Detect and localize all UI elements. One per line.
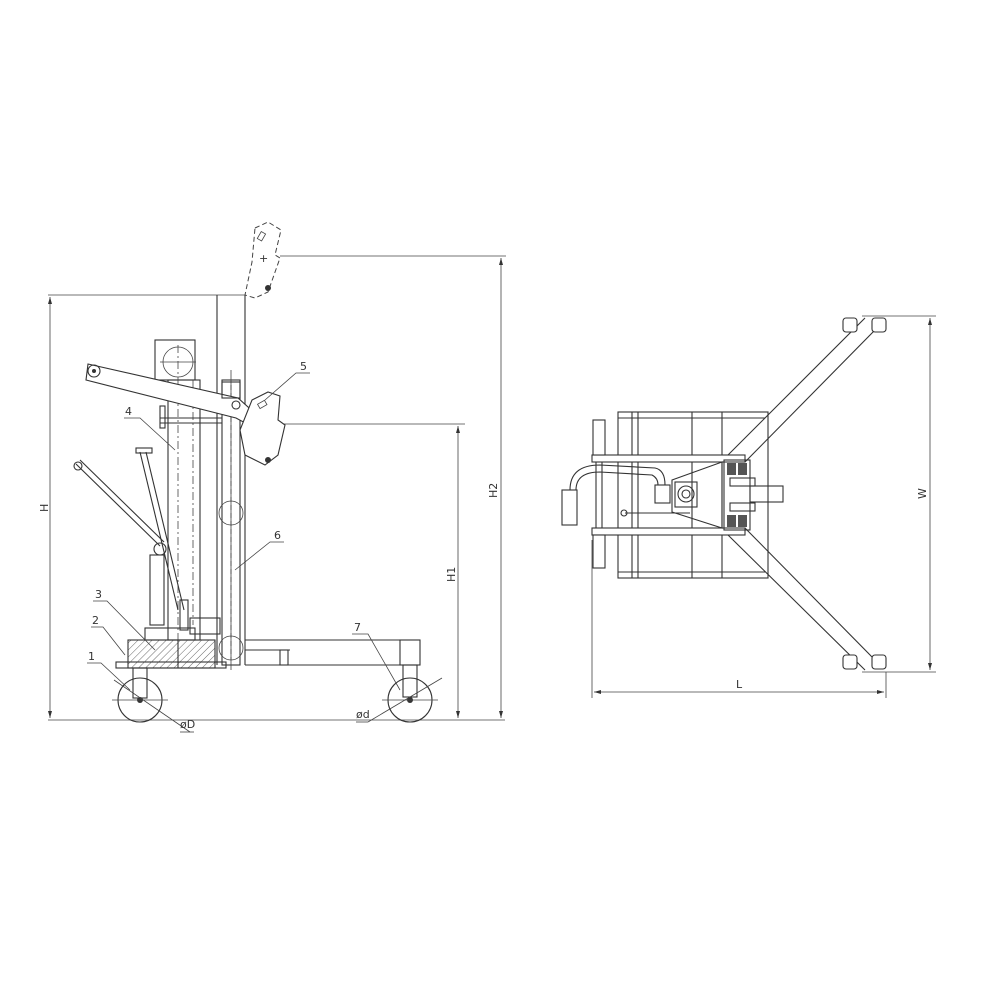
callout-1: 1 bbox=[88, 650, 95, 663]
dimension-w bbox=[862, 315, 936, 673]
callout-5: 5 bbox=[300, 360, 307, 373]
top-view: W L bbox=[561, 315, 936, 698]
callout-2: 2 bbox=[92, 614, 99, 627]
dim-label-wheel-d-small: ød bbox=[356, 708, 370, 721]
dim-label-wheel-d-large: øD bbox=[180, 718, 195, 731]
dimension-l bbox=[591, 540, 887, 698]
support-legs bbox=[727, 317, 887, 671]
callout-7: 7 bbox=[354, 621, 361, 634]
dimension-h1 bbox=[280, 423, 465, 718]
base-counterweight bbox=[115, 639, 421, 669]
callout-6: 6 bbox=[274, 529, 281, 542]
drum-clamp-raised: + bbox=[244, 221, 282, 299]
callout-4: 4 bbox=[125, 405, 132, 418]
drum-clamp bbox=[239, 391, 286, 466]
pump-handle bbox=[73, 447, 196, 641]
callout-leaders bbox=[87, 372, 401, 733]
pump-block bbox=[654, 459, 784, 531]
callout-3: 3 bbox=[95, 588, 102, 601]
chassis-frame bbox=[591, 411, 769, 579]
svg-text:+: + bbox=[259, 252, 268, 265]
dim-label-l: L bbox=[736, 678, 743, 691]
mast bbox=[216, 295, 246, 670]
hydraulic-column bbox=[154, 339, 222, 641]
front-wheel bbox=[367, 664, 443, 723]
dim-label-w: W bbox=[916, 488, 929, 499]
rear-wheel bbox=[112, 667, 191, 733]
dim-label-h1: H1 bbox=[445, 567, 458, 582]
dim-label-h: H bbox=[38, 504, 51, 512]
side-view: + bbox=[38, 221, 506, 733]
dim-label-h2: H2 bbox=[487, 483, 500, 498]
lifting-arm bbox=[85, 363, 269, 433]
dimension-h2 bbox=[280, 255, 506, 718]
dimension-h bbox=[48, 294, 505, 721]
steering-handle bbox=[561, 419, 690, 569]
